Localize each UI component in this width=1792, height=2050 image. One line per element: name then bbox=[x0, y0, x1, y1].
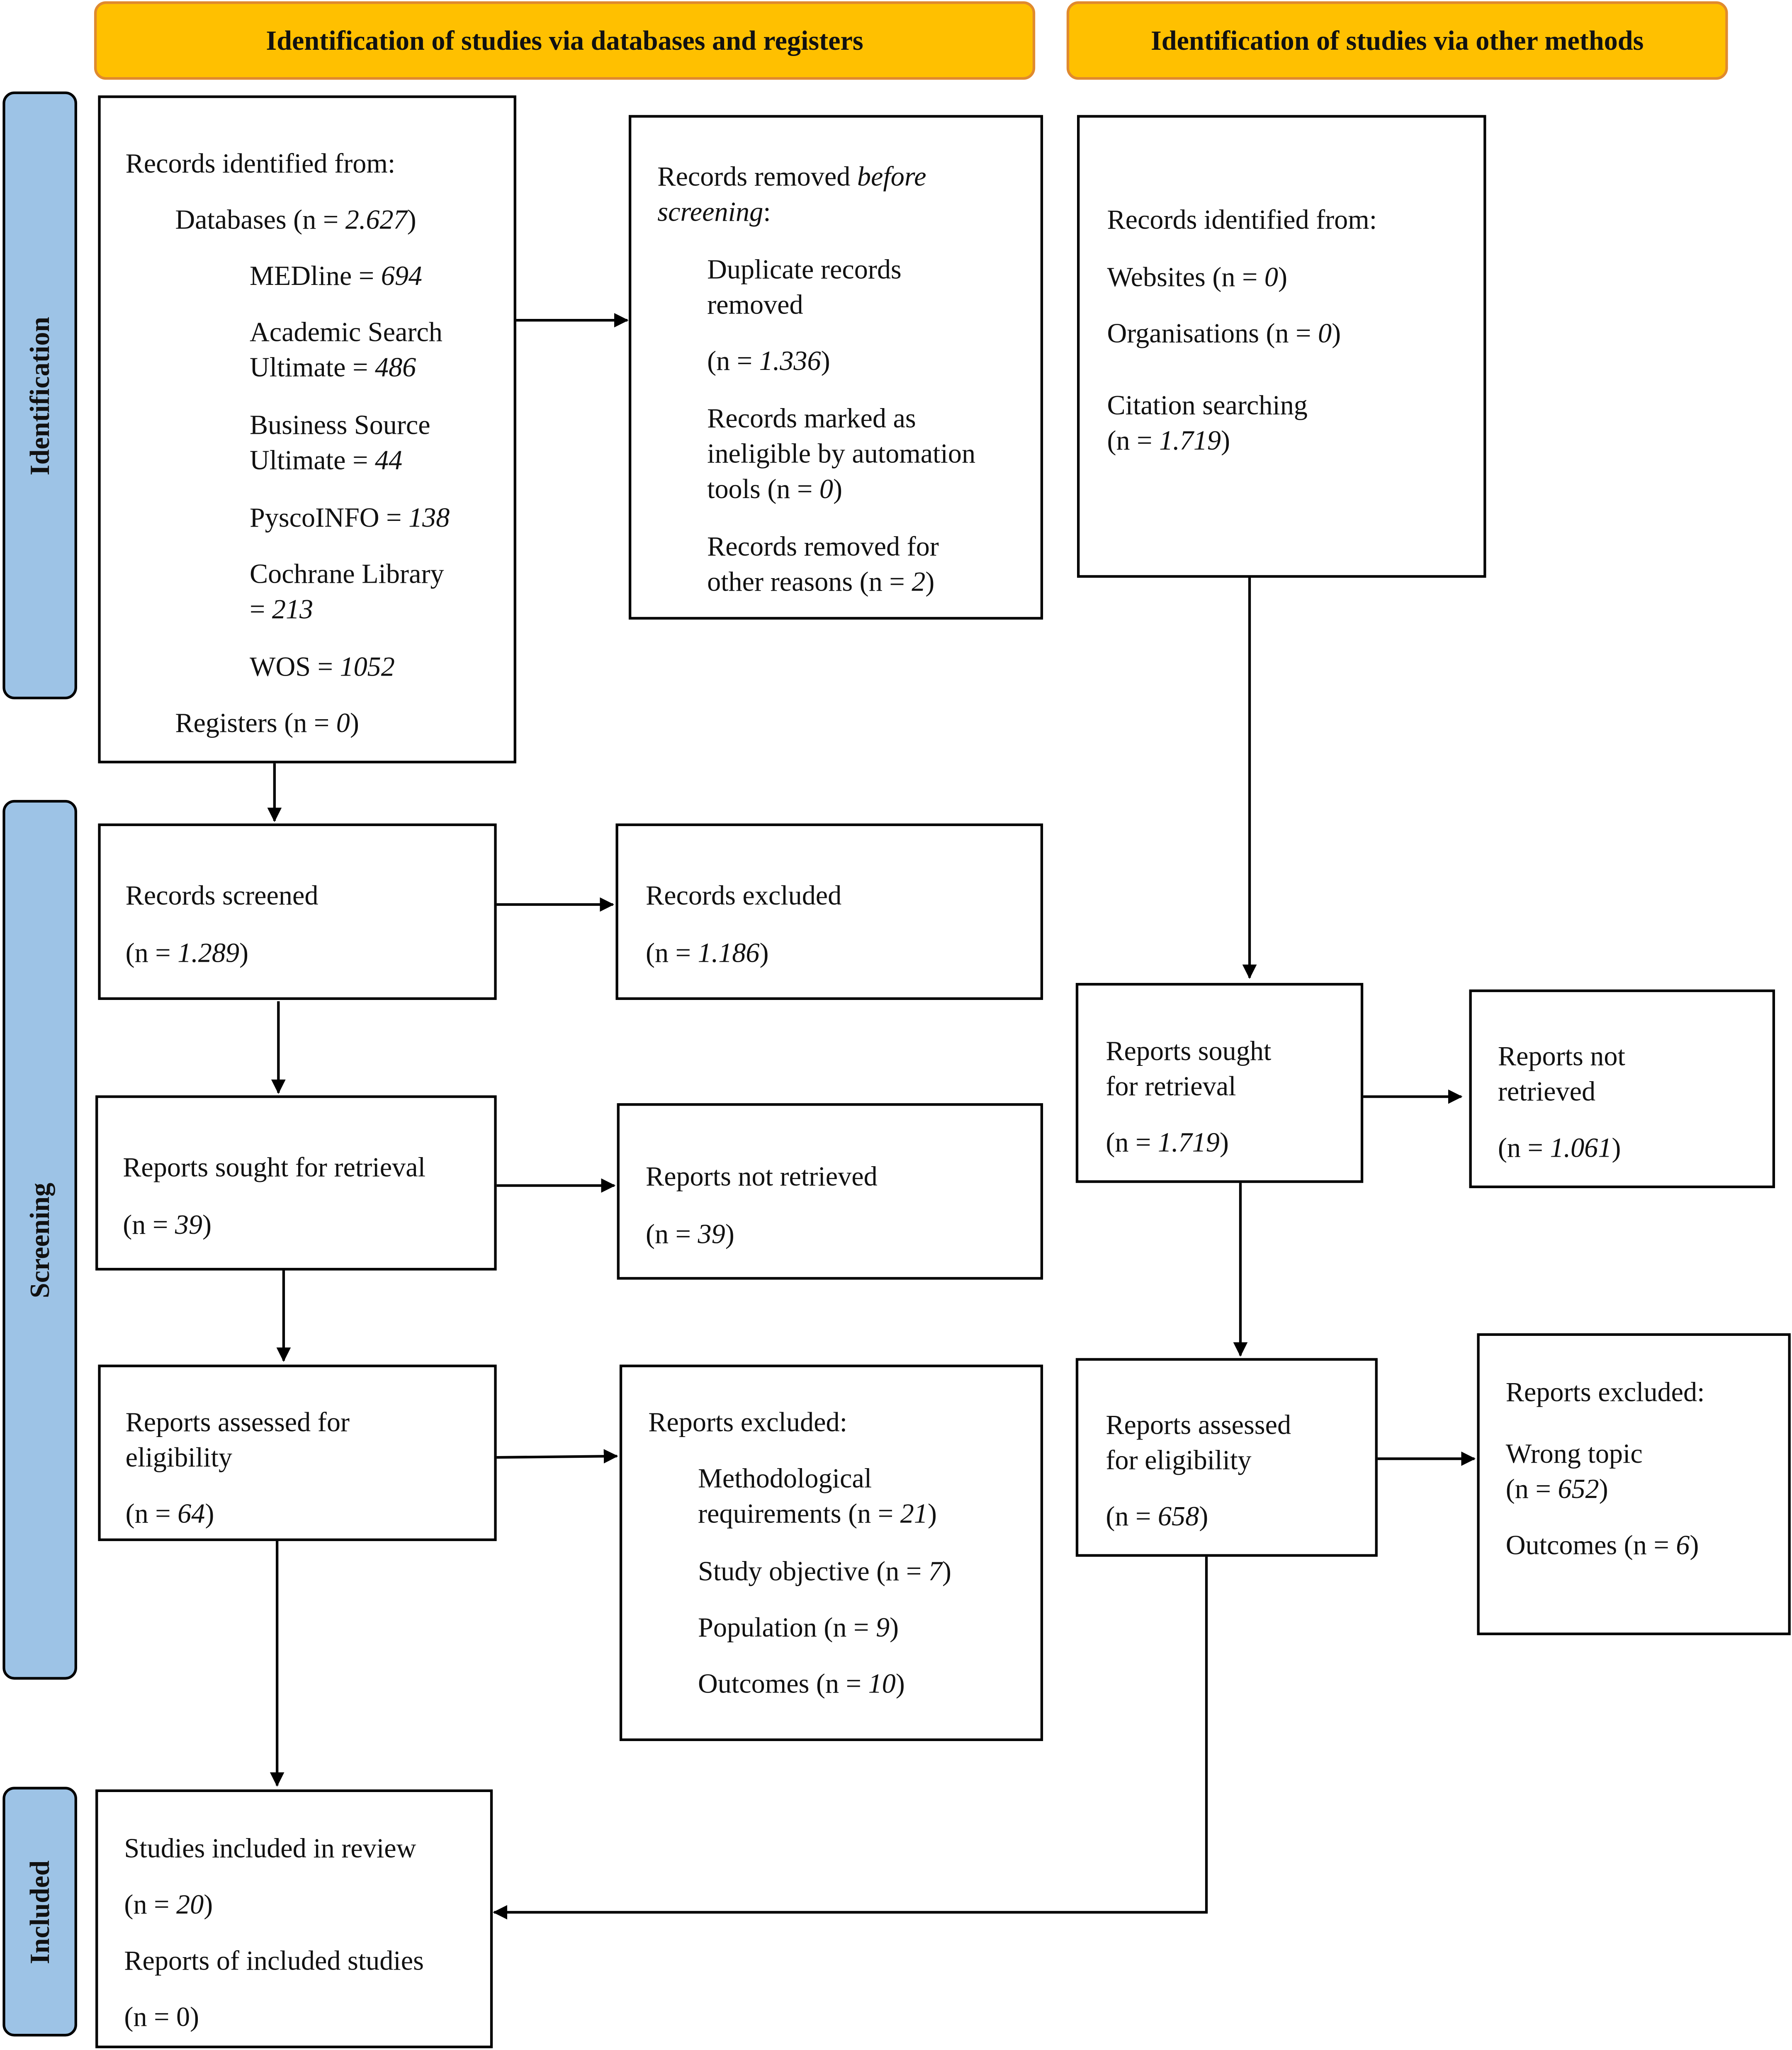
reports-excluded-other-title: Reports excluded: bbox=[1505, 1376, 1705, 1408]
reports-sought-db-label: Reports sought for retrieval bbox=[123, 1151, 426, 1183]
databases-count: Databases (n = 2.627) bbox=[175, 204, 416, 236]
phase-screening: Screening bbox=[2, 800, 77, 1680]
reports-assessed-db-count: (n = 64) bbox=[125, 1498, 214, 1530]
registers-count: Registers (n = 0) bbox=[175, 707, 359, 739]
arrow-other-assessed-to-included bbox=[493, 1555, 1208, 1920]
records-screened-label: Records screened bbox=[125, 880, 319, 911]
study-objective-count: Study objective (n = 7) bbox=[698, 1555, 951, 1587]
header-databases-registers: Identification of studies via databases … bbox=[94, 1, 1036, 80]
reports-not-retrieved-db-box: Reports not retrieved (n = 39) bbox=[617, 1103, 1043, 1280]
reports-not-retrieved-db-count: (n = 39) bbox=[645, 1218, 734, 1250]
records-identified-title: Records identified from: bbox=[125, 148, 396, 179]
websites-count: Websites (n = 0) bbox=[1107, 261, 1288, 293]
header-other-methods: Identification of studies via other meth… bbox=[1066, 1, 1728, 80]
phase-identification-label: Identification bbox=[23, 316, 55, 475]
population-count: Population (n = 9) bbox=[698, 1612, 899, 1643]
reports-included-label: Reports of included studies bbox=[124, 1945, 424, 1977]
records-identified-other-box: Records identified from: Websites (n = 0… bbox=[1077, 115, 1486, 578]
records-excluded-count: (n = 1.186) bbox=[645, 937, 769, 969]
phase-included: Included bbox=[2, 1787, 77, 2037]
reports-sought-db-box: Reports sought for retrieval (n = 39) bbox=[95, 1095, 497, 1271]
reports-sought-db-count: (n = 39) bbox=[123, 1209, 212, 1240]
medline-count: MEDline = 694 bbox=[249, 260, 423, 292]
reports-not-retrieved-db-label: Reports not retrieved bbox=[645, 1160, 878, 1192]
studies-included-box: Studies included in review (n = 20) Repo… bbox=[95, 1789, 493, 2048]
duplicate-records-count: (n = 1.336) bbox=[707, 345, 830, 377]
reports-excluded-other-box: Reports excluded: Wrong topic(n = 652) O… bbox=[1477, 1333, 1791, 1635]
organisations-count: Organisations (n = 0) bbox=[1107, 317, 1341, 349]
records-identified-databases-box: Records identified from: Databases (n = … bbox=[98, 95, 516, 764]
header-other-label: Identification of studies via other meth… bbox=[1150, 24, 1644, 56]
records-excluded-box: Records excluded (n = 1.186) bbox=[615, 823, 1043, 1000]
arrow-assessed-to-excluded bbox=[495, 1449, 618, 1464]
reports-excluded-db-title: Reports excluded: bbox=[648, 1406, 847, 1438]
studies-included-count: (n = 20) bbox=[124, 1889, 213, 1920]
cochrane-count: Cochrane Library= 213 bbox=[249, 558, 444, 625]
psycoinfo-count: PyscoINFO = 138 bbox=[249, 502, 450, 533]
header-databases-label: Identification of studies via databases … bbox=[266, 24, 863, 56]
other-identified-title: Records identified from: bbox=[1107, 204, 1377, 236]
wos-count: WOS = 1052 bbox=[249, 651, 395, 683]
records-screened-count: (n = 1.289) bbox=[125, 937, 249, 969]
phase-included-label: Included bbox=[23, 1860, 55, 1964]
reports-not-retrieved-other-count: (n = 1.061) bbox=[1498, 1132, 1621, 1164]
studies-included-label: Studies included in review bbox=[124, 1832, 416, 1864]
phase-identification: Identification bbox=[2, 91, 77, 700]
citation-searching-count: Citation searching(n = 1.719) bbox=[1107, 389, 1308, 456]
reports-sought-other-count: (n = 1.719) bbox=[1106, 1126, 1229, 1158]
wrong-topic-count: Wrong topic(n = 652) bbox=[1505, 1437, 1643, 1505]
reports-included-count: (n = 0) bbox=[124, 2001, 199, 2033]
reports-assessed-other-count: (n = 658) bbox=[1106, 1500, 1208, 1532]
records-excluded-label: Records excluded bbox=[645, 880, 842, 911]
outcomes-other-count: Outcomes (n = 6) bbox=[1505, 1529, 1699, 1561]
records-screened-box: Records screened (n = 1.289) bbox=[98, 823, 497, 1000]
phase-screening-label: Screening bbox=[23, 1182, 55, 1298]
outcomes-db-count: Outcomes (n = 10) bbox=[698, 1668, 905, 1700]
